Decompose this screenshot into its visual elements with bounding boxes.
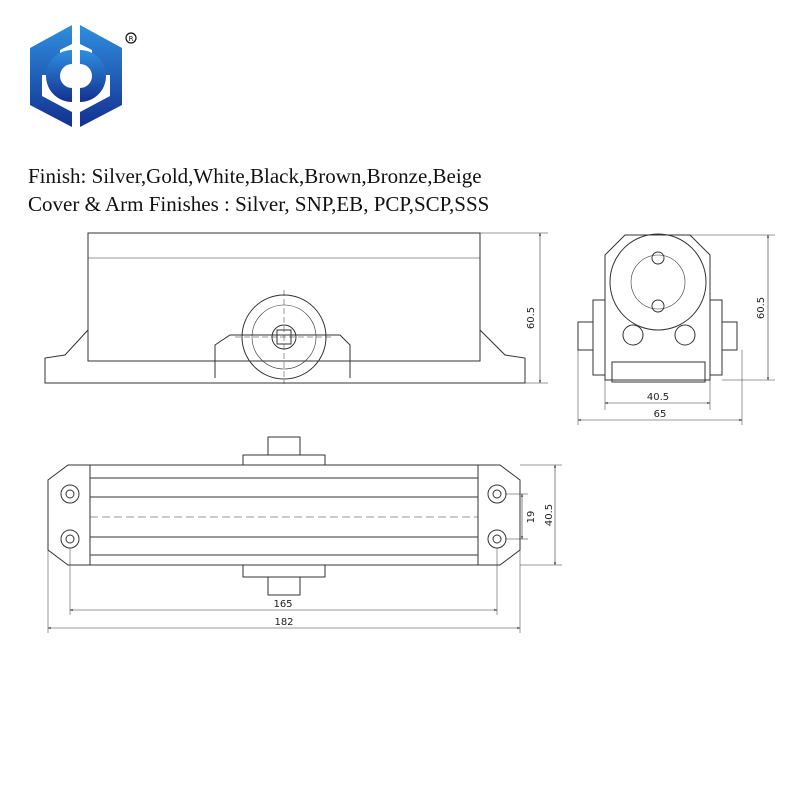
front-view [578,233,775,425]
side-view [44,233,548,384]
dim-total-length: 182 [274,617,293,628]
registered-icon [125,32,137,44]
dim-hole-distance: 165 [273,599,292,610]
top-view [48,436,562,633]
dim-front-total-width: 65 [654,409,667,420]
cover-arm-finishes-text: Cover & Arm Finishes : Silver, SNP,EB, P… [28,192,490,216]
dim-hole-spacing: 19 [526,511,537,524]
brand-logo: R [30,25,137,127]
dim-front-height: 60.5 [756,297,767,319]
dim-front-base-width: 40.5 [647,392,669,403]
dim-top-body-width: 40.5 [544,504,555,526]
svg-text:R: R [129,35,134,43]
dim-side-height: 60.5 [526,307,537,329]
finish-text: Finish: Silver,Gold,White,Black,Brown,Br… [28,164,482,188]
